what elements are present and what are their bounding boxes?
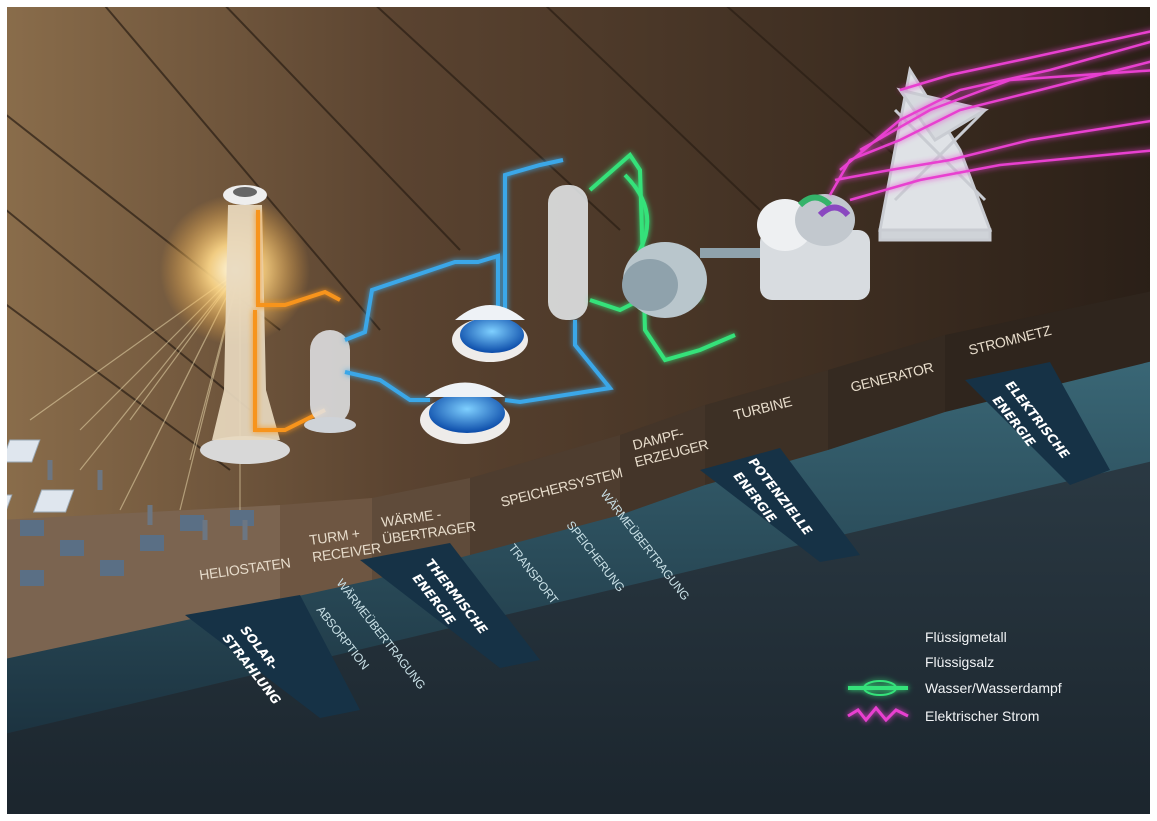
generator: [757, 194, 870, 300]
banner-thermische-energie: THERMISCHE ENERGIE: [360, 543, 540, 668]
banner-solarstrahlung: SOLAR- STRAHLUNG: [185, 595, 360, 718]
green-steam-swirl-icon: [848, 680, 908, 696]
electricity-lines: [828, 28, 1157, 202]
heat-exchanger: [304, 330, 356, 433]
turbine: [622, 242, 760, 318]
legend-item-fluessigmetall: Flüssigmetall: [848, 629, 1007, 645]
svg-text:Flüssigmetall: Flüssigmetall: [925, 629, 1007, 645]
liquid-metal-loop: [253, 210, 341, 432]
molten-salt-loop: [344, 158, 614, 405]
legend: Flüssigmetall Flüssigsalz Wasser/Wasserd…: [847, 629, 1062, 724]
power-pylon: [878, 65, 993, 242]
magenta-lightning-icon: [847, 705, 909, 723]
legend-item-wasser: Wasser/Wasserdampf: [848, 680, 1062, 696]
svg-text:Elektrischer Strom: Elektrischer Strom: [925, 708, 1039, 724]
label-turm-1: TURM +: [308, 525, 361, 548]
plank-lines: [0, 0, 901, 471]
svg-text:Flüssigsalz: Flüssigsalz: [925, 654, 994, 670]
legend-item-fluessigsalz: Flüssigsalz: [848, 654, 994, 670]
svg-text:Wasser/Wasserdampf: Wasser/Wasserdampf: [925, 680, 1062, 696]
base-bottom: [0, 440, 1157, 821]
steam-generator: [548, 185, 588, 320]
solar-tower: [200, 185, 290, 464]
legend-item-strom: Elektrischer Strom: [847, 705, 1039, 724]
storage-tanks: [420, 305, 528, 444]
